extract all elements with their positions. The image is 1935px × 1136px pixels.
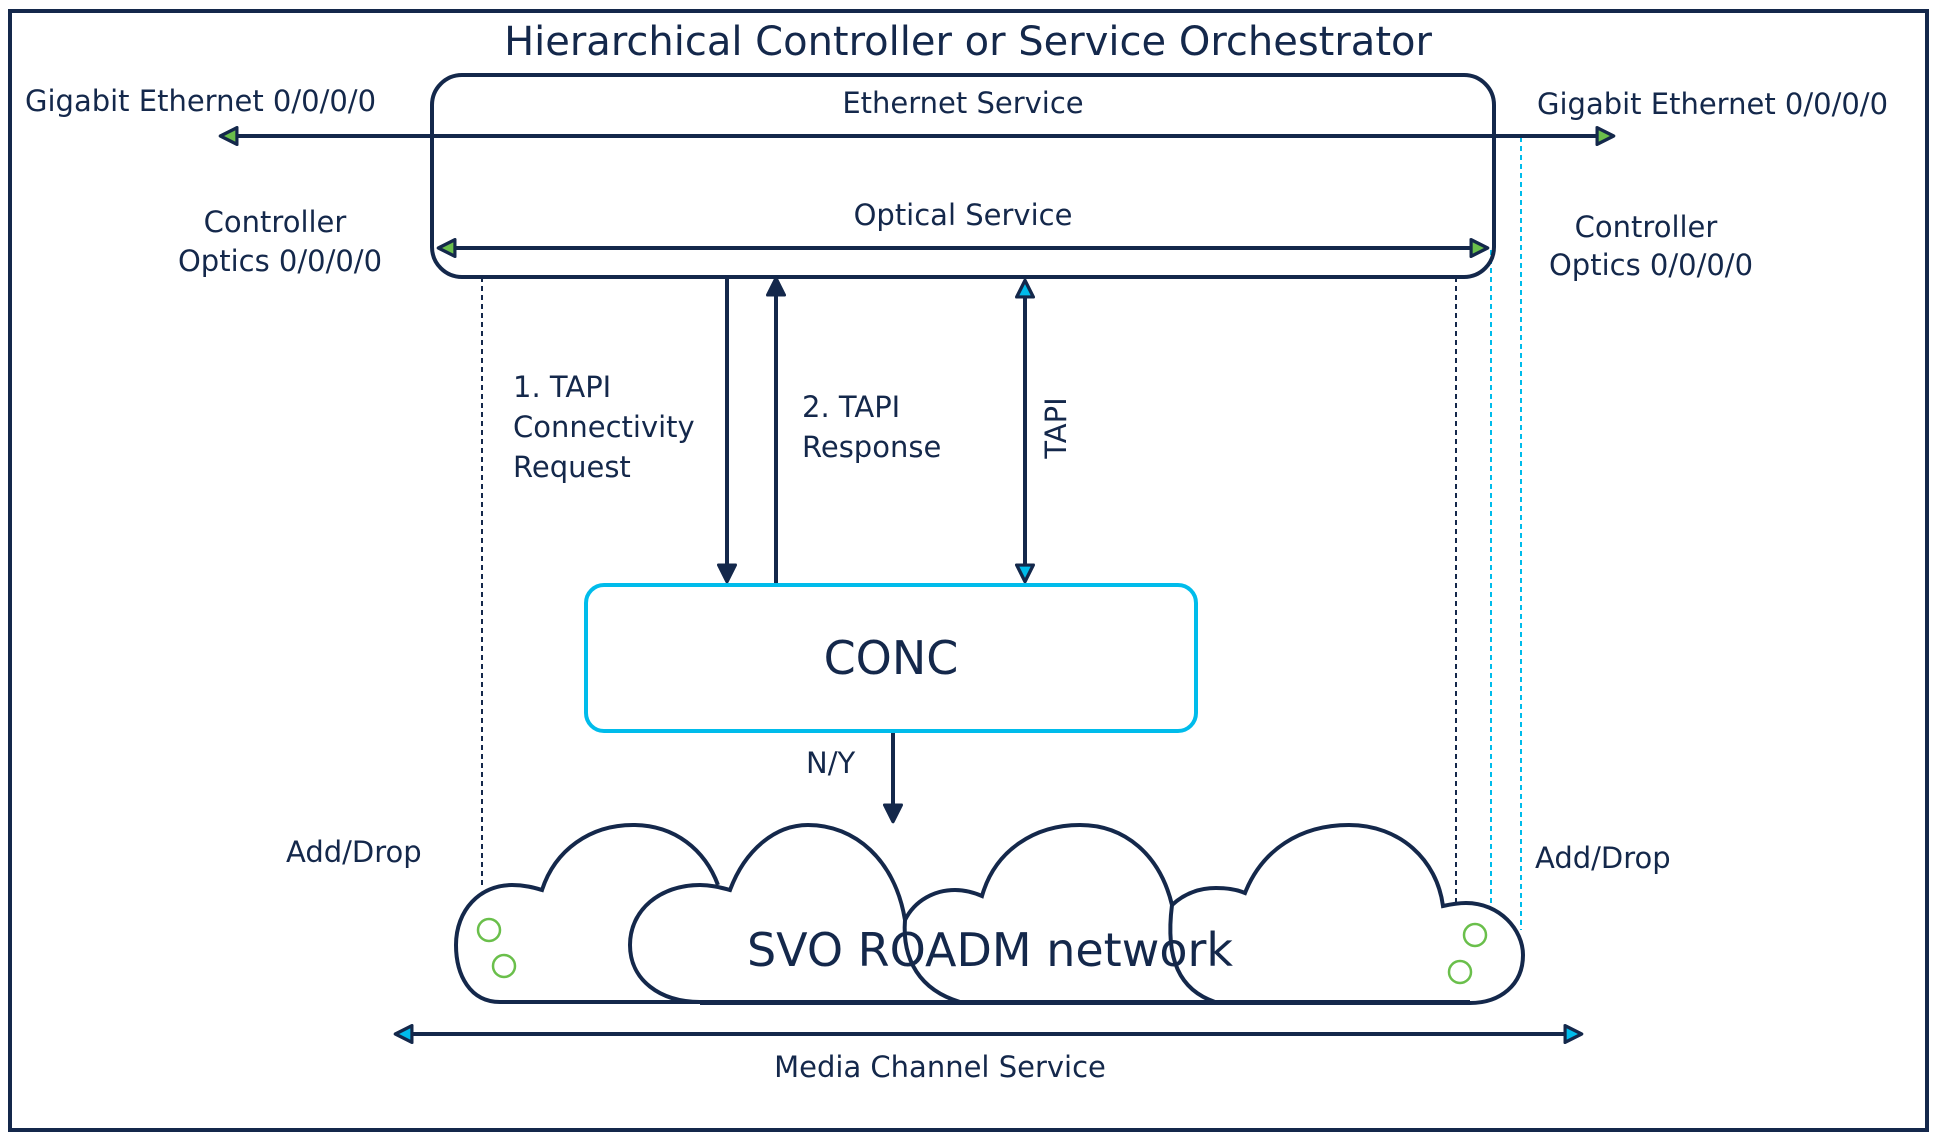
conc-box[interactable] [584, 583, 1198, 733]
left-port-icon-2 [491, 953, 517, 979]
request-label-line2: Connectivity [513, 410, 695, 444]
conc-label: CONC [824, 631, 959, 685]
request-label-line1: 1. TAPI [513, 370, 611, 404]
tapi-vertical-label: TAPI [1039, 397, 1073, 459]
right-optics-label: Optics 0/0/0/0 [1549, 248, 1753, 282]
right-port-icon-2 [1447, 959, 1473, 985]
request-label-line3: Request [513, 450, 631, 484]
ny-label: N/Y [806, 746, 855, 780]
left-port-icon-1 [476, 917, 502, 943]
response-label-line1: 2. TAPI [802, 390, 900, 424]
left-add-drop-label: Add/Drop [286, 835, 422, 869]
diagram-title: Hierarchical Controller or Service Orche… [504, 19, 1432, 65]
outer-frame [8, 9, 1929, 1132]
right-port-icon-1 [1462, 922, 1488, 948]
right-add-drop-label: Add/Drop [1535, 841, 1671, 875]
ethernet-service-label: Ethernet Service [842, 86, 1083, 120]
right-ethernet-label: Gigabit Ethernet 0/0/0/0 [1537, 87, 1888, 121]
left-optics-label: Optics 0/0/0/0 [178, 244, 382, 278]
cloud-middle-outline [627, 822, 1526, 1005]
left-ethernet-label: Gigabit Ethernet 0/0/0/0 [25, 84, 376, 118]
orchestrator-box[interactable] [430, 73, 1496, 279]
roadm-cloud[interactable]: SVO ROADM network [453, 822, 1526, 1005]
response-label-line2: Response [802, 430, 941, 464]
cloud-inner-arc-1 [902, 919, 961, 1004]
left-controller-label: Controller [204, 205, 347, 239]
optical-service-label: Optical Service [854, 198, 1073, 232]
cloud-label: SVO ROADM network [747, 923, 1233, 977]
cloud-inner-arc-2 [1168, 904, 1216, 1004]
cloud-left-outline [453, 822, 720, 1004]
right-controller-label: Controller [1575, 210, 1718, 244]
media-channel-label: Media Channel Service [774, 1050, 1106, 1084]
